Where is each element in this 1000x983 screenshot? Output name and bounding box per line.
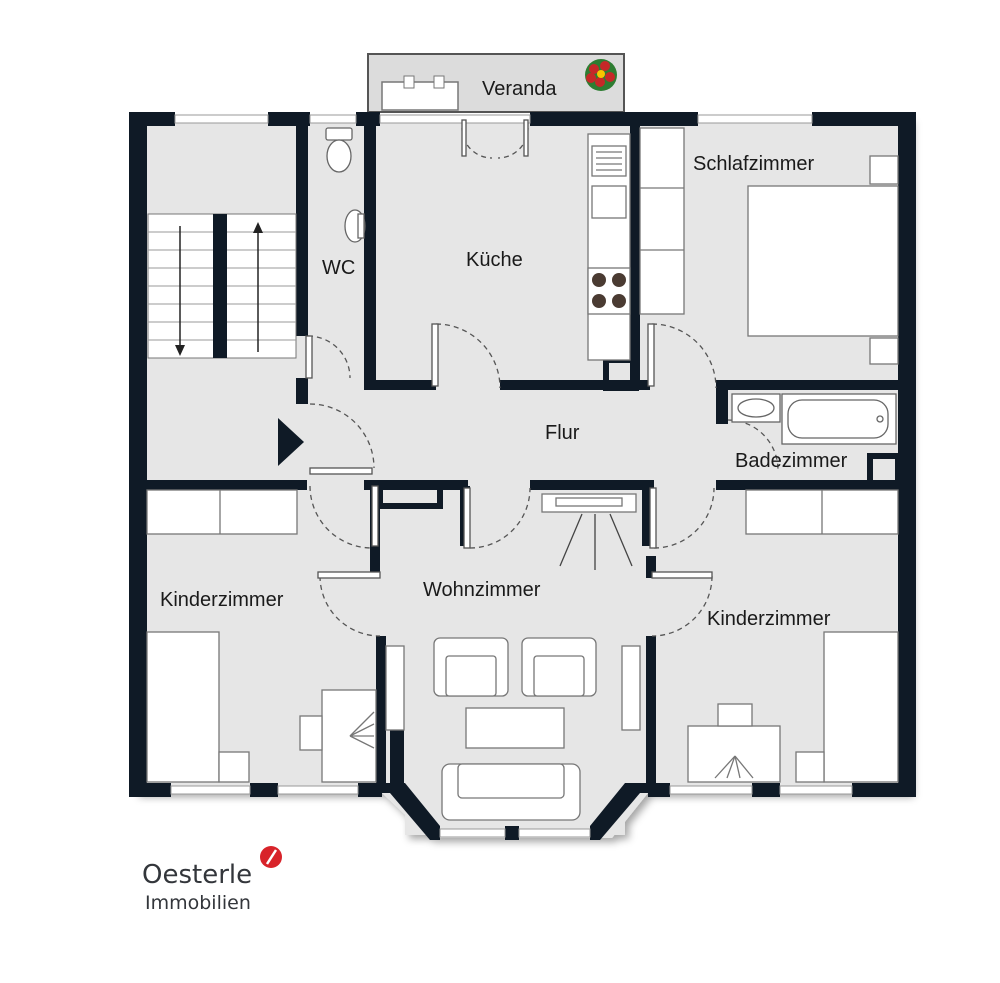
armchair-right xyxy=(521,637,597,697)
washbasin-icon xyxy=(731,393,781,423)
staircase xyxy=(147,213,297,359)
shelf-left xyxy=(146,489,298,535)
oesterle-logo: Oesterle Immobilien xyxy=(142,846,282,914)
coffee-table xyxy=(465,707,565,749)
room-label-kinderzimmer-right: Kinderzimmer xyxy=(707,608,831,630)
desk-right xyxy=(687,703,781,783)
entrance-arrow-icon xyxy=(278,418,304,466)
sink-icon xyxy=(344,209,366,243)
room-label-schlafzimmer: Schlafzimmer xyxy=(693,153,814,175)
bed-right xyxy=(795,631,899,783)
wohnzimmer-cabinet xyxy=(541,493,637,570)
windows xyxy=(170,114,853,838)
logo-mark-icon xyxy=(260,846,282,868)
bathtub-icon xyxy=(781,393,897,445)
door-leaves xyxy=(305,119,713,579)
bed-left xyxy=(146,631,250,783)
toilet-icon xyxy=(325,127,353,173)
room-label-kinderzimmer-left: Kinderzimmer xyxy=(160,589,284,611)
shelf-right xyxy=(745,489,899,535)
flower-icon xyxy=(585,59,617,91)
armchair-left xyxy=(433,637,509,697)
room-label-flur: Flur xyxy=(545,422,580,444)
stove-icon xyxy=(587,267,631,315)
sofa xyxy=(441,763,581,821)
logo-subtitle: Immobilien xyxy=(145,892,251,914)
room-label-wohnzimmer: Wohnzimmer xyxy=(423,579,541,601)
room-label-kueche: Küche xyxy=(466,249,523,271)
desk-left xyxy=(299,689,377,783)
kitchen-counter xyxy=(587,133,631,361)
veranda-area xyxy=(367,53,625,113)
wohnzimmer-side-cabinets xyxy=(385,645,641,731)
wardrobe xyxy=(639,127,685,315)
double-bed xyxy=(747,155,899,365)
room-label-wc: WC xyxy=(322,257,355,279)
logo-name: Oesterle xyxy=(142,860,252,890)
room-label-badezimmer: Badezimmer xyxy=(735,450,848,472)
room-label-veranda: Veranda xyxy=(482,78,557,100)
